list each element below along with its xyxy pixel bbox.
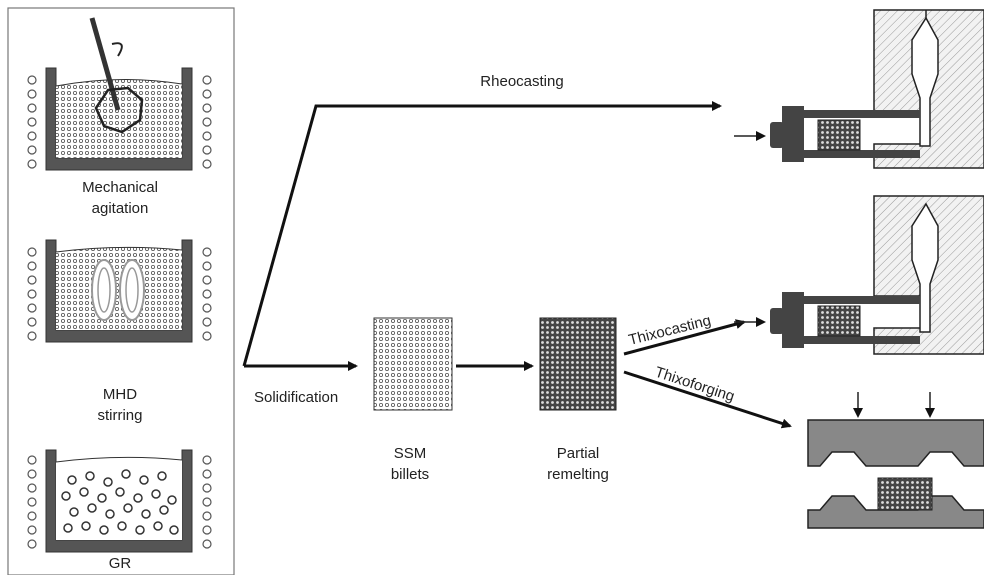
remelt-label-2: remelting xyxy=(547,466,609,483)
gr-crucible xyxy=(27,449,212,553)
remelt-label-1: Partial xyxy=(557,445,600,462)
ssm-label-2: billets xyxy=(391,466,429,483)
rheocasting-arrow xyxy=(242,101,722,367)
thixocasting-die xyxy=(734,195,984,355)
mechanical-label-1: Mechanical xyxy=(82,179,158,196)
thixocasting-label: Thixocasting xyxy=(627,312,713,349)
gr-label: GR xyxy=(109,555,132,572)
rheocasting-die xyxy=(734,9,984,169)
thixoforging-arrow xyxy=(623,370,792,429)
mhd-label-2: stirring xyxy=(97,407,142,424)
ssm-label-1: SSM xyxy=(394,445,427,462)
remelted-billet xyxy=(539,317,617,411)
rheocasting-label: Rheocasting xyxy=(480,73,563,90)
mechanical-label-2: agitation xyxy=(92,200,149,217)
thixoforging-die xyxy=(807,392,984,529)
solidification-label: Solidification xyxy=(254,389,338,406)
thixocasting-arrow xyxy=(623,319,746,356)
mhd-stirring-crucible xyxy=(27,239,212,343)
mechanical-agitation-crucible xyxy=(27,17,212,171)
mhd-label-1: MHD xyxy=(103,386,137,403)
ssm-billet xyxy=(373,317,453,411)
